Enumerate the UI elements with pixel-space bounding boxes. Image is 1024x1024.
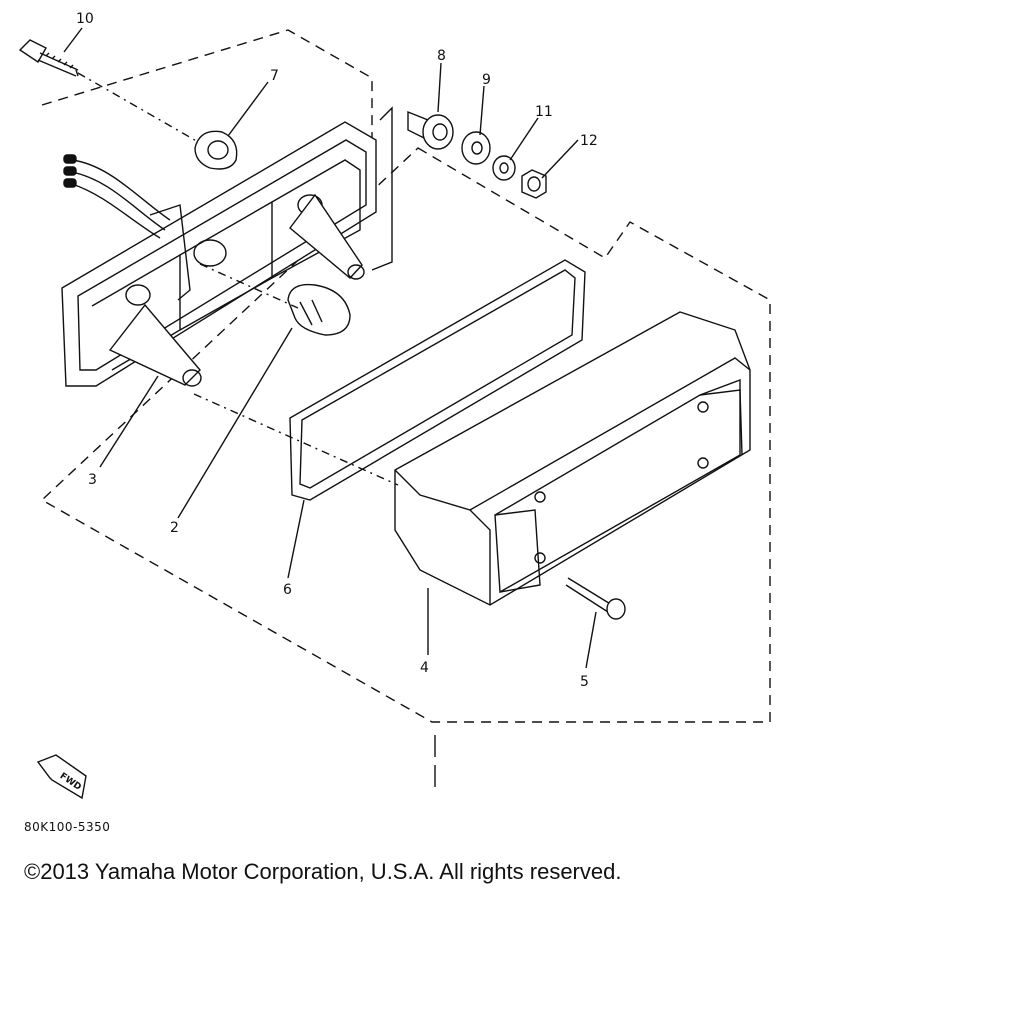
callout-6: 6 (283, 582, 292, 598)
callout-11: 11 (535, 104, 553, 120)
callout-4: 4 (420, 660, 429, 676)
assembly-boundary (40, 29, 771, 723)
fwd-arrow-icon (36, 754, 87, 800)
part-7-grommet (194, 130, 238, 170)
exploded-parts-diagram: 10 7 8 9 11 12 3 2 6 4 5 FWD (18, 11, 771, 800)
callout-10: 10 (76, 11, 94, 27)
part-11-lock-washer (492, 155, 516, 181)
callout-5: 5 (580, 674, 589, 690)
part-3-socket-bracket (108, 193, 365, 387)
callout-2: 2 (170, 520, 179, 536)
part-2-bulb (287, 283, 351, 336)
wire-harness (63, 154, 171, 239)
callout-9: 9 (482, 72, 491, 88)
part-12-nut (521, 169, 547, 199)
diagram-part-code: 80K100-5350 (24, 820, 111, 834)
part-4-lens (394, 311, 751, 606)
leader-lines (63, 27, 597, 669)
callout-7: 7 (270, 68, 279, 84)
callout-8: 8 (437, 48, 446, 64)
copyright-notice: ©2013 Yamaha Motor Corporation, U.S.A. A… (24, 859, 622, 884)
callout-12: 12 (580, 133, 598, 149)
part-8-collar (407, 110, 454, 150)
callout-3: 3 (88, 472, 97, 488)
part-9-washer (461, 131, 491, 165)
part-6-gasket (289, 259, 586, 501)
part-5-screw (565, 577, 626, 620)
part-10-bolt (18, 39, 79, 77)
